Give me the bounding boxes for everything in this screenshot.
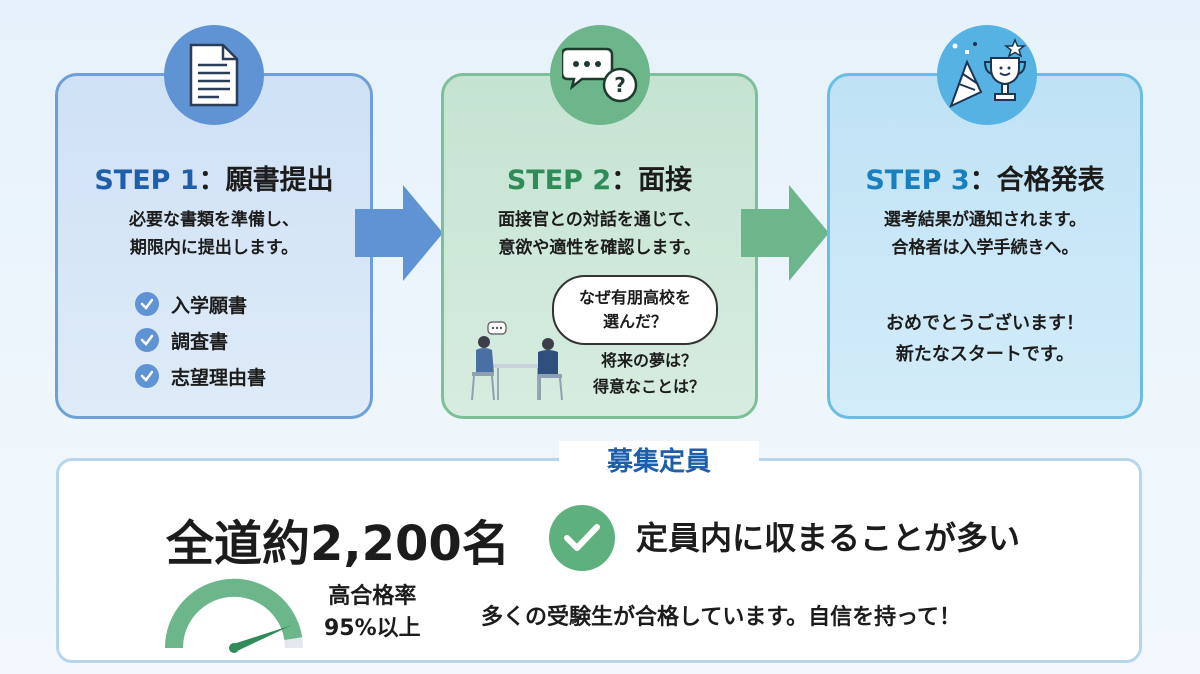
sample-question: 将来の夢は？ (600, 351, 697, 370)
step3-label: STEP 3 (865, 165, 970, 196)
pass-rate: 高合格率 95%以上 (324, 581, 421, 645)
step2-title: STEP 2：面接 (444, 158, 755, 197)
step1-title: STEP 1：願書提出 (58, 158, 370, 197)
congrats-line: 新たなスタートです。 (895, 344, 1075, 365)
checklist-item-label: 入学願書 (171, 294, 248, 317)
arrow-right-icon (355, 185, 443, 281)
step1-desc-line: 必要な書類を準備し、 (129, 210, 299, 230)
capacity-number: 全道約2,200名 (166, 516, 510, 572)
checklist-item: 調査書 (135, 322, 266, 358)
step1-name: 願書提出 (225, 165, 334, 196)
step2-desc-line: 面接官との対話を通じて、 (498, 210, 701, 230)
congrats-line: おめでとうございます！ (886, 313, 1084, 334)
checklist-item-label: 志望理由書 (171, 366, 267, 389)
capacity-status: 定員内に収まることが多い (636, 519, 1021, 557)
pass-rate-gauge (164, 578, 303, 653)
step2-label: STEP 2 (506, 165, 612, 196)
step1-description: 必要な書類を準備し、 期限内に提出します。 (58, 206, 370, 262)
checklist-item: 志望理由書 (135, 358, 266, 394)
bubble-line: 選んだ？ (602, 312, 667, 331)
step2-separator: ： (611, 165, 639, 196)
sample-questions: 将来の夢は？ 得意なことは？ (564, 348, 734, 400)
step2-card: STEP 2：面接 面接官との対話を通じて、 意欲や適性を確認します。 なぜ有朋… (441, 73, 758, 419)
step3-name: 合格発表 (996, 165, 1105, 196)
chat-bubbles-icon: ? (550, 25, 650, 125)
capacity-title: 募集定員 (559, 441, 759, 478)
step3-desc-line: 選考結果が通知されます。 (883, 210, 1087, 230)
trophy-celebration-icon (937, 25, 1037, 125)
step3-description: 選考結果が通知されます。 合格者は入学手続きへ。 (830, 206, 1140, 262)
step3-separator: ： (969, 165, 997, 196)
step1-card: STEP 1：願書提出 必要な書類を準備し、 期限内に提出します。 入学願書 調… (55, 73, 373, 419)
step3-card: STEP 3：合格発表 選考結果が通知されます。 合格者は入学手続きへ。 おめで… (827, 73, 1143, 419)
check-icon (135, 364, 159, 388)
svg-text:?: ? (614, 73, 626, 97)
arrow-right-icon (741, 185, 829, 281)
document-icon (164, 25, 264, 125)
checklist-item: 入学願書 (135, 286, 266, 322)
interview-scene-illustration (471, 321, 563, 401)
pass-rate-label: 高合格率 (328, 584, 417, 609)
congratulations-message: おめでとうございます！ 新たなスタートです。 (830, 308, 1140, 370)
step3-desc-line: 合格者は入学手続きへ。 (891, 238, 1079, 258)
step1-label: STEP 1 (94, 165, 199, 196)
step1-separator: ： (198, 165, 226, 196)
check-icon (135, 292, 159, 316)
step2-name: 面接 (638, 165, 693, 196)
pass-rate-value: 95%以上 (324, 616, 421, 641)
capacity-panel: 募集定員 全道約2,200名 定員内に収まることが多い 高合格率 95%以上 多… (56, 441, 1142, 663)
sample-question: 得意なことは？ (592, 377, 705, 396)
checklist-item-label: 調査書 (171, 330, 229, 353)
step1-desc-line: 期限内に提出します。 (129, 238, 299, 258)
check-icon (135, 328, 159, 352)
step2-desc-line: 意欲や適性を確認します。 (498, 238, 701, 258)
encouragement-text: 多くの受験生が合格しています。自信を持って！ (481, 605, 962, 630)
checkmark-circle-icon (549, 505, 615, 571)
step2-description: 面接官との対話を通じて、 意欲や適性を確認します。 (444, 206, 755, 262)
step3-title: STEP 3：合格発表 (830, 158, 1140, 197)
bubble-line: なぜ有朋高校を (578, 288, 691, 307)
interview-speech-bubble: なぜ有朋高校を 選んだ？ (552, 275, 718, 345)
document-checklist: 入学願書 調査書 志望理由書 (135, 286, 266, 394)
